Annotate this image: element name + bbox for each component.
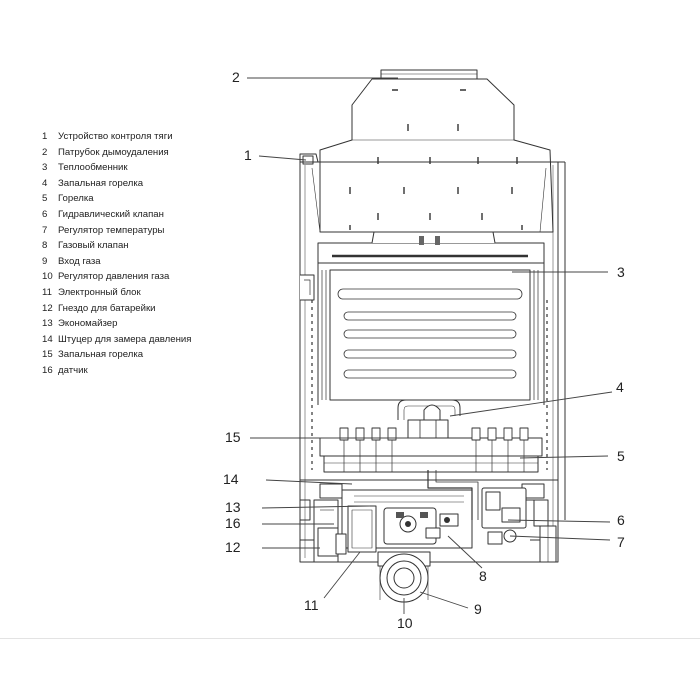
legend-text: Запальная горелка [58,349,144,361]
legend-number: 8 [42,240,48,252]
legend-number: 14 [42,333,53,345]
outer-casing [299,161,566,563]
lower-compartment [300,470,558,549]
legend-number: 7 [42,224,48,236]
legend-number: 12 [42,302,53,314]
callout-4: 4 [616,379,624,395]
hydraulic-valve [481,487,557,563]
callout-6: 6 [617,512,625,528]
legend-item: 5 Горелка [42,191,191,207]
legend-text: Устройство контроля тяги [58,131,173,142]
legend-item: 1 Устройство контроля тяги [42,129,191,145]
legend-item: 14 Штуцер для замера давления [42,332,191,348]
legend-item: 15 Запальная горелка [42,347,191,363]
legend-item: 10 Регулятор давления газа [42,269,191,285]
battery-compartment [313,499,347,563]
legend-item: 4 Запальная горелка [42,176,191,192]
leader-5 [519,455,609,459]
callout-7: 7 [617,534,625,550]
leader-1 [258,155,307,161]
legend-text: Патрубок дымоудаления [58,146,169,158]
legend-text: Гнездо для батарейки [58,302,156,314]
legend-item: 3 Теплообменник [42,160,191,176]
legend-item: 9 Вход газа [42,254,191,270]
legend-number: 13 [42,318,53,330]
main-burner [319,427,543,473]
callout-8: 8 [479,568,487,584]
legend-number: 4 [42,177,48,189]
legend-item: 16 датчик [42,363,191,379]
legend-item: 11 Электронный блок [42,285,191,301]
callout-10: 10 [397,615,413,631]
callout-11: 11 [304,597,319,613]
callout-13: 13 [225,499,241,515]
leader-14 [265,479,353,485]
leader-6 [507,519,611,523]
legend-number: 9 [42,255,48,267]
legend-text: Гидравлический клапан [58,208,164,220]
legend-text: датчик [58,364,88,376]
legend-number: 10 [42,271,53,283]
legend-text: Электронный блок [58,286,141,298]
legend-text: Вход газа [58,255,101,267]
electronic-block [347,505,377,553]
callout-1: 1 [244,147,252,163]
legend-item: 7 Регулятор температуры [42,223,191,239]
leader-4 [449,391,613,417]
leader-11 [323,551,361,599]
legend-text: Горелка [58,193,94,205]
legend-text: Регулятор температуры [58,224,165,236]
legend-list: 1 Устройство контроля тяги 2 Патрубок дымо… [42,129,191,379]
legend-item: 12 Гнездо для батарейки [42,301,191,317]
callout-numbers: 2 1 3 4 15 5 14 13 16 6 12 7 8 11 9 10 [223,69,625,631]
legend-text: Регулятор давления газа [58,271,170,283]
legend-number: 15 [42,349,53,361]
legend-text: Газовый клапан [58,240,129,252]
legend-item: 2 Патрубок дымоудаления [42,145,191,161]
draught-hood [319,78,554,233]
legend-text: Экономайзер [58,318,118,330]
legend-number: 6 [42,208,48,220]
gas-inlet [377,551,431,603]
gas-valve [383,507,459,545]
legend-text: Теплообменник [58,162,128,174]
leader-13 [261,505,371,509]
side-fittings [299,499,314,541]
legend-number: 2 [42,146,48,158]
callout-14: 14 [223,471,239,487]
legend-number: 1 [42,131,48,142]
callout-3: 3 [617,264,625,280]
legend-text: Запальная горелка [58,177,144,189]
callout-2: 2 [232,69,240,85]
legend-item: 8 Газовый клапан [42,238,191,254]
legend-text: Штуцер для замера давления [58,333,192,345]
leader-7 [509,535,611,541]
callout-5: 5 [617,448,625,464]
callout-15: 15 [225,429,241,445]
legend-item: 6 Гидравлический клапан [42,207,191,223]
callout-16: 16 [225,515,241,531]
legend-number: 3 [42,162,48,174]
heat-exchanger [300,231,548,470]
leader-8 [447,535,483,569]
legend-item: 13 Экономайзер [42,316,191,332]
legend-number: 5 [42,193,48,205]
leader-9 [419,591,469,609]
leader-lines [247,77,613,614]
heater-drawing [299,69,566,603]
callout-12: 12 [225,539,241,555]
legend-number: 16 [42,364,53,376]
callout-9: 9 [474,601,482,617]
legend-number: 11 [42,286,52,298]
bottom-divider [0,638,700,639]
